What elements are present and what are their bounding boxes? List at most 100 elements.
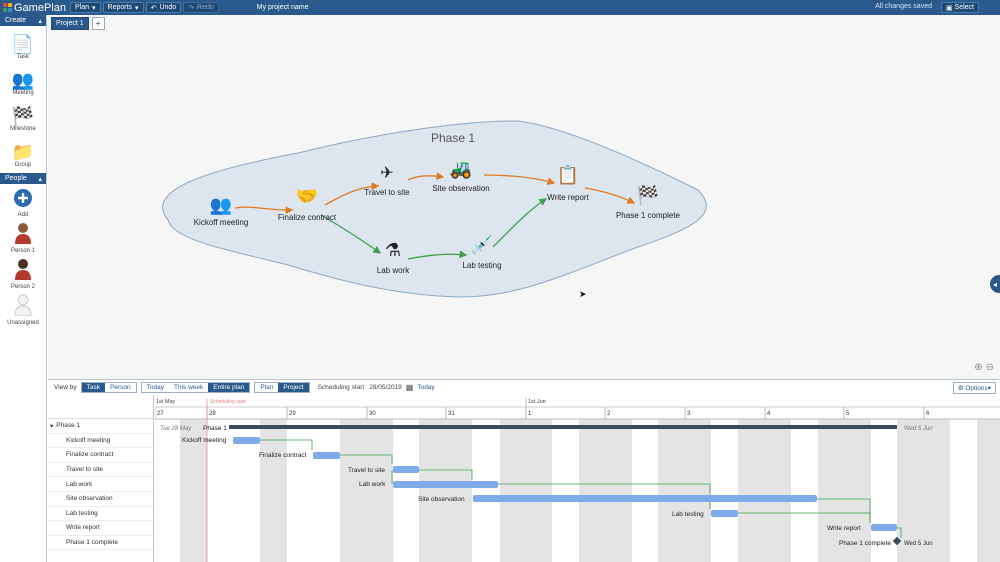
day-label: 31 bbox=[448, 411, 455, 417]
phase-summary-bar[interactable] bbox=[229, 425, 897, 429]
undo-icon: ↶ bbox=[150, 4, 157, 12]
weekend-shade bbox=[500, 419, 552, 562]
app-name: GamePlan bbox=[14, 1, 66, 14]
plan-diagram bbox=[162, 120, 707, 298]
zoom-in-icon[interactable]: ⊕ bbox=[974, 362, 983, 373]
node-lab-testing[interactable]: 💉 Lab testing bbox=[451, 235, 513, 270]
node-label: Travel to site bbox=[364, 188, 410, 197]
task-bar[interactable] bbox=[473, 495, 817, 502]
select-label: Select bbox=[954, 4, 974, 11]
task-row[interactable]: Site observation bbox=[48, 492, 153, 507]
project-name[interactable]: My project name bbox=[256, 4, 309, 11]
task-bar[interactable] bbox=[313, 452, 340, 459]
create-group-button[interactable]: 📁Group bbox=[0, 134, 46, 170]
undo-label: Undo bbox=[159, 4, 177, 11]
task-bar[interactable] bbox=[233, 437, 260, 444]
task-row-parent[interactable]: ▾Phase 1 bbox=[48, 419, 153, 434]
unassigned-label: Unassigned bbox=[7, 320, 39, 326]
mouse-cursor-icon: ➤ bbox=[579, 289, 587, 299]
dependency-arrow bbox=[483, 174, 556, 185]
tab-project-1[interactable]: Project 1 bbox=[51, 17, 89, 30]
expand-panel-handle[interactable]: ◂ bbox=[990, 275, 1000, 293]
view-person-button[interactable]: Person bbox=[110, 384, 131, 391]
person-icon bbox=[13, 258, 33, 284]
task-row[interactable]: Write report bbox=[48, 521, 153, 536]
chevron-down-icon[interactable]: ▾ bbox=[50, 422, 54, 430]
node-travel-to-site[interactable]: ✈ Travel to site bbox=[354, 165, 420, 197]
weekend-shade bbox=[180, 419, 207, 562]
person-outline-icon bbox=[13, 294, 33, 320]
plan-canvas[interactable]: Project 1 + Phase 1 👥 Kickoff meeting 🤝 … bbox=[48, 15, 1000, 379]
add-tab-button[interactable]: + bbox=[91, 17, 105, 30]
today-link[interactable]: Today bbox=[417, 384, 435, 391]
save-status: All changes saved bbox=[875, 3, 932, 10]
chevron-down-icon: ▾ bbox=[987, 385, 991, 392]
create-milestone-button[interactable]: 🏁Milestone bbox=[0, 98, 46, 134]
unassigned-item[interactable]: Unassigned bbox=[0, 292, 46, 328]
task-row-label: Phase 1 bbox=[56, 422, 81, 430]
task-bar[interactable] bbox=[711, 510, 738, 517]
reports-menu-button[interactable]: Reports▾ bbox=[102, 2, 144, 13]
day-label: 3 bbox=[687, 411, 691, 417]
month-label: 1st May bbox=[156, 399, 176, 405]
node-label: Site observation bbox=[432, 184, 490, 193]
phase-title[interactable]: Phase 1 bbox=[430, 131, 476, 145]
folder-icon: 📁 bbox=[11, 142, 35, 162]
mode-plan-button[interactable]: Plan bbox=[260, 384, 274, 391]
flag-icon: 🏁 bbox=[636, 185, 660, 205]
day-label: 5 bbox=[846, 411, 850, 417]
gantt-dependencies bbox=[260, 439, 902, 538]
create-section-header[interactable]: Create▴ bbox=[0, 15, 46, 26]
calendar-icon[interactable]: ▦ bbox=[405, 383, 414, 392]
node-write-report[interactable]: 📋 Write report bbox=[536, 165, 600, 202]
undo-button[interactable]: ↶Undo bbox=[145, 2, 182, 13]
plan-menu-button[interactable]: Plan▾ bbox=[70, 2, 101, 13]
person-1-label: Person 1 bbox=[10, 248, 35, 254]
meeting-label: Meeting bbox=[12, 90, 34, 96]
view-by-label: View by bbox=[54, 384, 77, 391]
node-finalize-contract[interactable]: 🤝 Finalize contract bbox=[270, 186, 344, 222]
day-label: 6 bbox=[926, 411, 930, 417]
weekend-shade bbox=[419, 419, 472, 562]
redo-button[interactable]: ↷Redo bbox=[183, 2, 219, 13]
zoom-out-icon[interactable]: ⊖ bbox=[985, 362, 994, 373]
mode-project-button[interactable]: Project bbox=[278, 383, 309, 392]
add-person-button[interactable]: Add bbox=[0, 184, 46, 220]
people-header-label: People bbox=[5, 175, 27, 182]
weekend-shade bbox=[658, 419, 711, 562]
range-entire-plan-button[interactable]: Entire plan bbox=[208, 383, 250, 392]
task-row[interactable]: Finalize contract bbox=[48, 448, 153, 463]
create-meeting-button[interactable]: 👥Meeting bbox=[0, 62, 46, 98]
dependency-arrow bbox=[407, 250, 468, 260]
day-label: 1 bbox=[528, 411, 532, 417]
scheduling-start-date[interactable]: 28/05/2019 bbox=[369, 384, 402, 391]
task-bar[interactable] bbox=[393, 481, 498, 488]
node-kickoff-meeting[interactable]: 👥 Kickoff meeting bbox=[186, 195, 256, 227]
node-lab-work[interactable]: ⚗ Lab work bbox=[365, 240, 421, 275]
task-row[interactable]: Kickoff meeting bbox=[48, 434, 153, 449]
range-today-button[interactable]: Today bbox=[146, 384, 164, 391]
options-button[interactable]: ⚙ Options▾ bbox=[952, 382, 996, 394]
task-row[interactable]: Travel to site bbox=[48, 463, 153, 478]
node-site-observation[interactable]: 🚜 Site observation bbox=[426, 159, 496, 193]
phase-group-shape[interactable] bbox=[162, 120, 707, 298]
task-bar[interactable] bbox=[871, 524, 897, 531]
dependency-arrow bbox=[407, 172, 445, 181]
create-task-button[interactable]: 📄Task bbox=[0, 26, 46, 62]
person-2-item[interactable]: Person 2 bbox=[0, 256, 46, 292]
person-1-item[interactable]: Person 1 bbox=[0, 220, 46, 256]
gantt-timeline[interactable]: 1st May 1st Jun Scheduling start 27 28 2… bbox=[155, 395, 1000, 562]
task-row[interactable]: Lab work bbox=[48, 477, 153, 492]
view-task-button[interactable]: Task bbox=[81, 383, 106, 392]
task-row[interactable]: Lab testing bbox=[48, 507, 153, 522]
scheduling-start-marker-label: Scheduling start bbox=[210, 399, 246, 405]
node-phase-1-complete[interactable]: 🏁 Phase 1 complete bbox=[608, 185, 688, 220]
task-row[interactable]: Phase 1 complete bbox=[48, 536, 153, 551]
group-label: Group bbox=[14, 162, 32, 168]
chevron-down-icon: ▾ bbox=[92, 4, 96, 12]
select-button[interactable]: ▣Select bbox=[940, 2, 979, 13]
project-tabs: Project 1 + bbox=[51, 17, 105, 30]
task-bar[interactable] bbox=[393, 466, 419, 473]
range-this-week-button[interactable]: This week bbox=[174, 384, 204, 391]
people-section-header[interactable]: People▴ bbox=[0, 173, 46, 184]
